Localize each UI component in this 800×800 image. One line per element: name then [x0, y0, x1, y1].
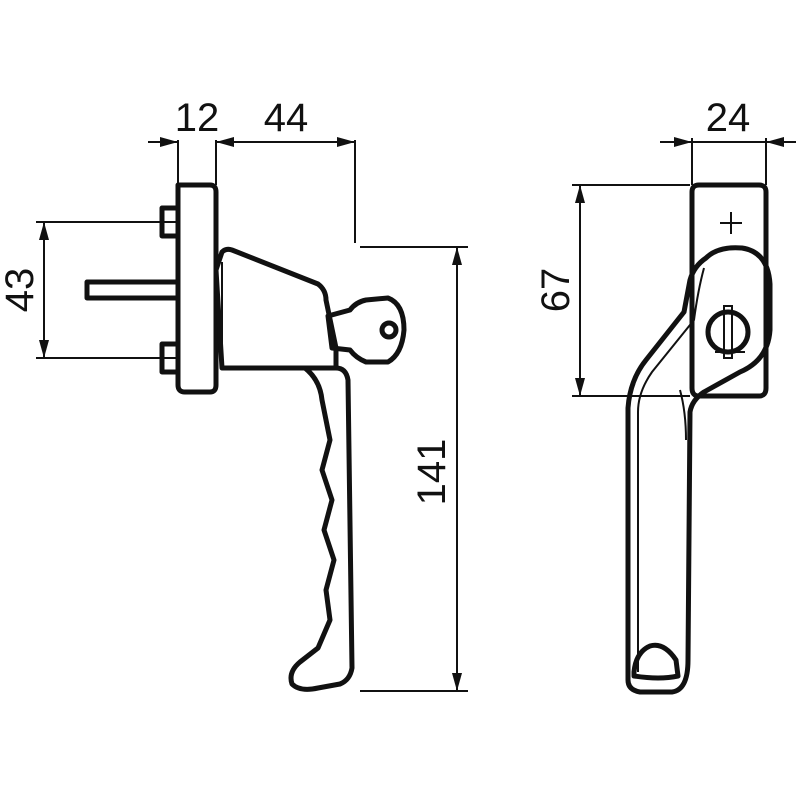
handle-grip [288, 365, 355, 692]
dim-plate-thickness: 12 [148, 96, 246, 147]
dim-141-label: 141 [410, 439, 454, 506]
lock-cylinder-icon [705, 305, 751, 359]
handle-rose [213, 246, 339, 371]
dim-24-label: 24 [706, 96, 751, 140]
dim-projection: 44 [216, 96, 355, 147]
side-view [84, 182, 407, 692]
grip-end-recess [631, 642, 681, 681]
dim-67-label: 67 [534, 268, 578, 313]
plus-icon [720, 212, 742, 234]
cover-plate [689, 182, 769, 399]
base-plate [175, 182, 219, 395]
square-spindle [84, 279, 181, 301]
dim-12-label: 12 [175, 96, 220, 140]
dim-44-label: 44 [264, 96, 309, 140]
dim-spindle-spacing: 43 [0, 221, 178, 359]
key-icon [325, 295, 407, 365]
dim-total-length: 141 [360, 246, 468, 692]
dim-width: 24 [660, 96, 796, 185]
handle-front-outline [625, 245, 773, 695]
dim-head-height: 67 [534, 184, 690, 397]
dim-43-label: 43 [0, 268, 42, 313]
dimension-lines: 12 44 43 141 [0, 96, 796, 692]
front-view [625, 182, 773, 695]
